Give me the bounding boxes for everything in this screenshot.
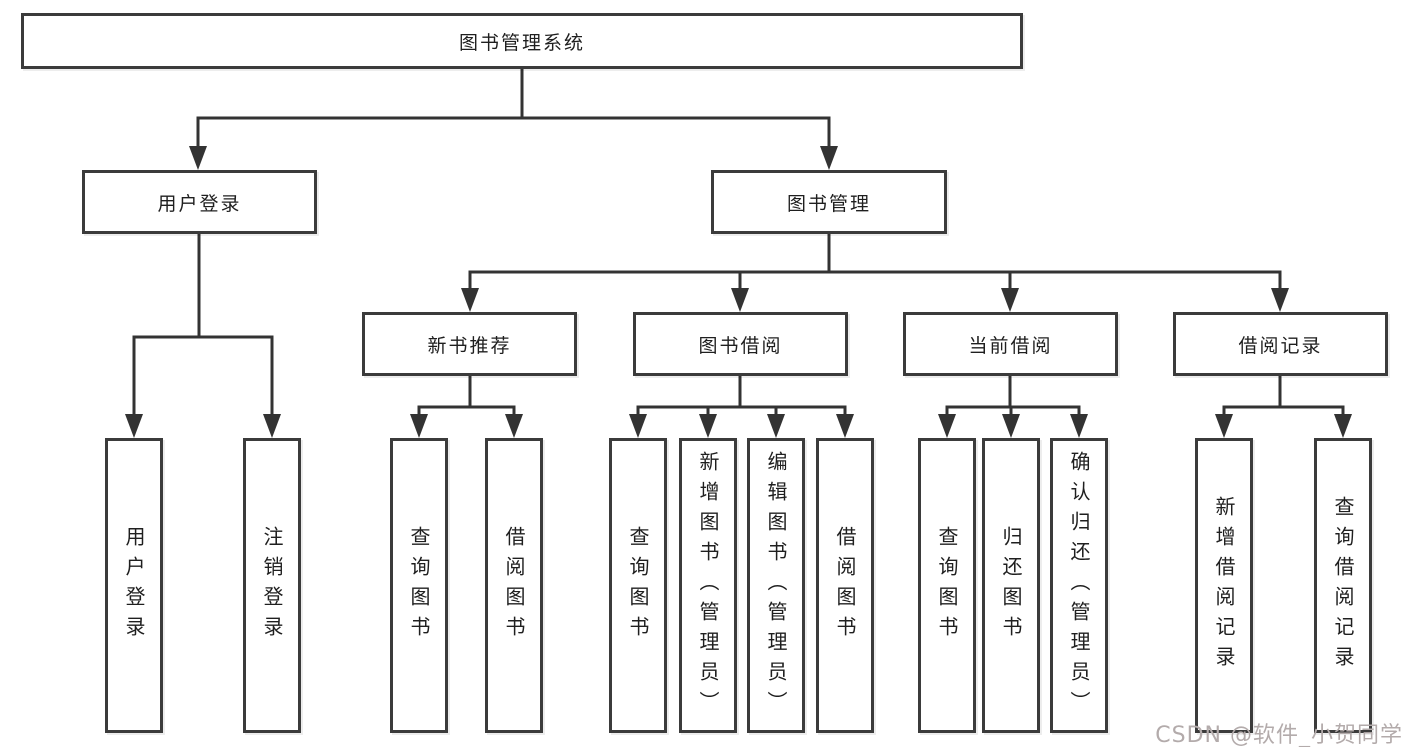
arrowhead	[699, 414, 717, 438]
arrowhead	[125, 414, 143, 438]
leaf-edit-book-admin-label: 编辑图书（管理员）	[764, 450, 788, 721]
arrowhead	[1070, 414, 1088, 438]
leaf-borrow-books-label: 借阅图书	[833, 525, 857, 646]
node-root-label: 图书管理系统	[458, 31, 585, 54]
node-root: 图书管理系统	[21, 13, 1023, 69]
node-user-login-label: 用户登录	[157, 192, 242, 215]
csdn-watermark: CSDN @软件_小贺同学	[1155, 723, 1403, 747]
leaf-confirm-return-admin-label: 确认归还（管理员）	[1067, 450, 1091, 721]
arrowhead	[629, 414, 647, 438]
node-new-book-recommend: 新书推荐	[362, 312, 577, 376]
arrowhead	[1002, 414, 1020, 438]
node-borrow-records: 借阅记录	[1173, 312, 1388, 376]
leaf-query-books-recommend: 查询图书	[390, 438, 448, 733]
arrowhead	[836, 414, 854, 438]
leaf-return-book: 归还图书	[982, 438, 1040, 733]
node-book-management-label: 图书管理	[786, 192, 871, 215]
node-current-borrow-label: 当前借阅	[968, 334, 1053, 357]
arrowhead	[505, 414, 523, 438]
arrowhead	[461, 288, 479, 312]
node-new-book-recommend-label: 新书推荐	[427, 334, 512, 357]
leaf-borrow-books: 借阅图书	[816, 438, 874, 733]
leaf-borrow-books-recommend-label: 借阅图书	[502, 525, 526, 646]
leaf-borrow-books-recommend: 借阅图书	[485, 438, 543, 733]
arrowhead	[263, 414, 281, 438]
leaf-return-book-label: 归还图书	[999, 525, 1023, 646]
leaf-add-book-admin-label: 新增图书（管理员）	[696, 450, 720, 721]
leaf-logout: 注销登录	[243, 438, 301, 733]
arrowhead	[1001, 288, 1019, 312]
connector-borrow-to-leaves	[629, 376, 854, 438]
arrowhead	[938, 414, 956, 438]
connector-current-to-leaves	[938, 376, 1088, 438]
leaf-add-book-admin: 新增图书（管理员）	[679, 438, 737, 733]
leaf-user-login-label: 用户登录	[122, 525, 146, 646]
node-user-login: 用户登录	[82, 170, 317, 234]
leaf-add-borrow-record: 新增借阅记录	[1195, 438, 1253, 733]
leaf-query-books-current: 查询图书	[918, 438, 976, 733]
connector-root-to-level2	[189, 69, 838, 170]
arrowhead	[731, 288, 749, 312]
arrowhead	[820, 146, 838, 170]
leaf-edit-book-admin: 编辑图书（管理员）	[747, 438, 805, 733]
node-book-borrow: 图书借阅	[633, 312, 848, 376]
leaf-add-borrow-record-label: 新增借阅记录	[1212, 495, 1236, 676]
node-current-borrow: 当前借阅	[903, 312, 1118, 376]
arrowhead	[189, 146, 207, 170]
leaf-query-books-recommend-label: 查询图书	[407, 525, 431, 646]
leaf-logout-label: 注销登录	[260, 525, 284, 646]
leaf-query-books-current-label: 查询图书	[935, 525, 959, 646]
node-book-management: 图书管理	[711, 170, 947, 234]
leaf-query-books-borrow: 查询图书	[609, 438, 667, 733]
leaf-query-books-borrow-label: 查询图书	[626, 525, 650, 646]
leaf-query-borrow-record-label: 查询借阅记录	[1331, 495, 1355, 676]
arrowhead	[1271, 288, 1289, 312]
arrowhead	[1215, 414, 1233, 438]
connector-user-login-to-leaves	[125, 234, 281, 438]
connector-records-to-leaves	[1215, 376, 1352, 438]
arrowhead	[767, 414, 785, 438]
leaf-user-login: 用户登录	[105, 438, 163, 733]
leaf-query-borrow-record: 查询借阅记录	[1314, 438, 1372, 733]
arrowhead	[1334, 414, 1352, 438]
arrowhead	[410, 414, 428, 438]
leaf-confirm-return-admin: 确认归还（管理员）	[1050, 438, 1108, 733]
node-borrow-records-label: 借阅记录	[1238, 334, 1323, 357]
connector-new-books-to-leaves	[410, 376, 523, 438]
connector-book-mgmt-to-modules	[461, 234, 1289, 312]
node-book-borrow-label: 图书借阅	[698, 334, 783, 357]
